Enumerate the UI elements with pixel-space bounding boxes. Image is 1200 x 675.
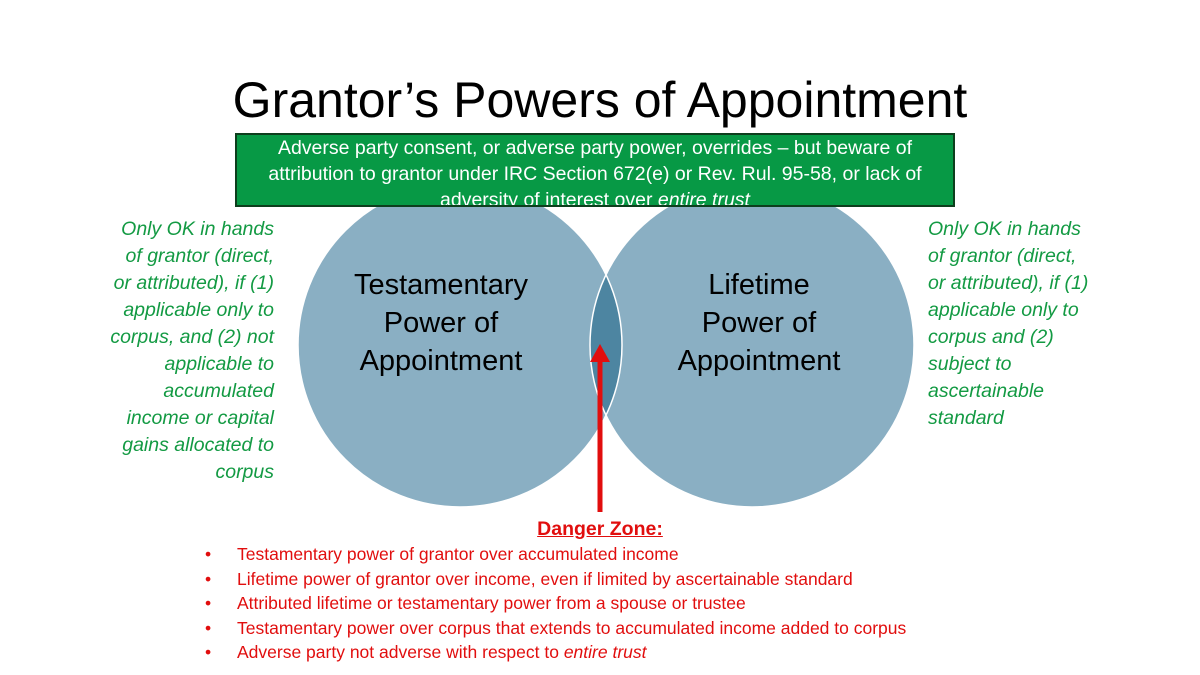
lifetime-label: Lifetime Power of Appointment (677, 269, 841, 377)
danger-arrow-head (590, 344, 610, 362)
danger-zone-title: Danger Zone: (537, 518, 663, 540)
right-side-note: Only OK in hands of grantor (direct, or … (928, 218, 1089, 429)
list-item: • Testamentary power over corpus that ext… (205, 616, 906, 641)
list-item: • Testamentary power of grantor over accu… (205, 542, 906, 567)
adverse-party-banner: Adverse party consent, or adverse party … (235, 133, 955, 207)
list-item-text: Adverse party not adverse with respect t… (237, 642, 564, 662)
bullet-icon: • (205, 544, 212, 564)
testamentary-label: Testamentary Power of Appointment (353, 269, 529, 377)
diagram-title: Grantor’s Powers of Appointment (232, 72, 968, 128)
banner-text: Adverse party consent, or adverse party … (268, 137, 922, 207)
left-side-note: Only OK in hands of grantor (direct, or … (110, 218, 274, 483)
list-item-text: Testamentary power over corpus that exte… (237, 617, 907, 638)
list-item: • Attributed lifetime or testamentary pow… (205, 591, 906, 616)
list-item-text: Lifetime power of grantor over income, e… (237, 568, 853, 589)
testamentary-circle (298, 183, 622, 507)
bullet-icon: • (205, 642, 212, 662)
lifetime-circle (590, 183, 914, 507)
banner-emphasis: entire trust (657, 189, 750, 207)
list-item: • Adverse party not adverse with respect … (205, 640, 906, 665)
danger-zone-list: • Testamentary power of grantor over accu… (205, 542, 906, 665)
bullet-icon: • (205, 593, 212, 613)
list-item-emphasis: entire trust (563, 642, 647, 662)
bullet-icon: • (205, 568, 212, 589)
list-item-text: Attributed lifetime or testamentary powe… (237, 593, 746, 613)
list-item-text: Testamentary power of grantor over accum… (237, 544, 679, 564)
list-item: • Lifetime power of grantor over income, … (205, 567, 906, 592)
bullet-icon: • (205, 617, 212, 638)
